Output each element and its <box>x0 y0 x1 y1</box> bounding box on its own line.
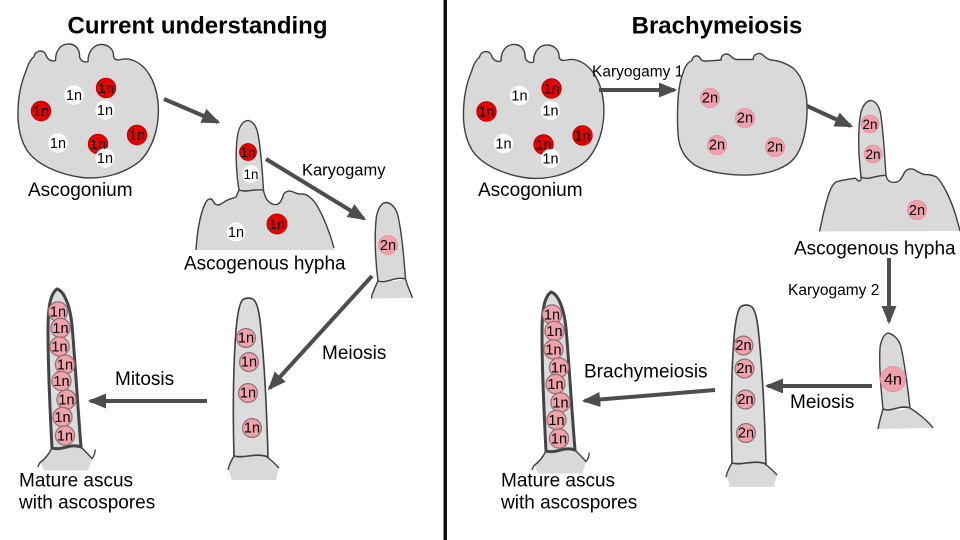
svg-text:Current understanding: Current understanding <box>67 13 327 40</box>
svg-text:1n: 1n <box>542 152 558 168</box>
svg-text:1n: 1n <box>547 377 563 393</box>
svg-text:1n: 1n <box>241 355 257 371</box>
svg-text:Meiosis: Meiosis <box>790 392 854 413</box>
svg-text:2n: 2n <box>737 111 753 127</box>
svg-text:1n: 1n <box>243 167 258 182</box>
svg-text:1n: 1n <box>33 104 49 120</box>
svg-text:Mature ascus: Mature ascus <box>19 471 133 492</box>
svg-text:1n: 1n <box>574 129 590 145</box>
svg-text:1n: 1n <box>551 432 567 448</box>
svg-text:1n: 1n <box>244 421 260 437</box>
svg-text:1n: 1n <box>97 151 113 167</box>
svg-text:1n: 1n <box>269 217 285 233</box>
svg-text:1n: 1n <box>546 324 562 340</box>
svg-text:2n: 2n <box>737 392 753 408</box>
svg-text:2n: 2n <box>380 238 396 254</box>
svg-text:with ascospores: with ascospores <box>500 493 637 514</box>
svg-text:1n: 1n <box>57 358 73 374</box>
svg-text:Ascogonium: Ascogonium <box>478 180 583 201</box>
svg-text:1n: 1n <box>50 305 66 321</box>
svg-text:1n: 1n <box>552 396 568 412</box>
svg-text:1n: 1n <box>58 393 74 409</box>
svg-text:Mitosis: Mitosis <box>115 369 174 390</box>
svg-text:1n: 1n <box>98 81 114 97</box>
svg-text:2n: 2n <box>862 117 877 132</box>
svg-text:1n: 1n <box>52 321 68 337</box>
svg-text:Brachymeiosis: Brachymeiosis <box>584 362 708 383</box>
svg-text:1n: 1n <box>543 82 559 98</box>
svg-text:Ascogenous hypha: Ascogenous hypha <box>184 254 346 275</box>
svg-text:Ascogenous hypha: Ascogenous hypha <box>794 239 956 260</box>
svg-text:2n: 2n <box>735 338 751 354</box>
svg-text:2n: 2n <box>865 147 880 162</box>
svg-text:1n: 1n <box>228 225 244 241</box>
svg-text:Karyogamy 2: Karyogamy 2 <box>788 282 879 299</box>
svg-text:4n: 4n <box>884 372 902 389</box>
svg-text:Brachymeiosis: Brachymeiosis <box>632 13 803 40</box>
svg-text:1n: 1n <box>548 413 564 429</box>
svg-text:1n: 1n <box>53 374 69 390</box>
svg-text:1n: 1n <box>511 89 527 105</box>
svg-text:2n: 2n <box>909 203 925 219</box>
svg-text:1n: 1n <box>90 137 106 153</box>
svg-text:2n: 2n <box>709 138 725 154</box>
svg-text:1n: 1n <box>240 386 256 402</box>
svg-text:1n: 1n <box>545 343 561 359</box>
svg-text:1n: 1n <box>551 361 567 377</box>
svg-text:2n: 2n <box>702 91 718 107</box>
svg-text:Meiosis: Meiosis <box>322 343 386 364</box>
svg-text:1n: 1n <box>544 308 560 324</box>
svg-text:2n: 2n <box>738 426 754 442</box>
svg-text:1n: 1n <box>51 340 67 356</box>
svg-text:1n: 1n <box>57 429 73 445</box>
svg-text:1n: 1n <box>240 145 255 160</box>
svg-text:1n: 1n <box>238 331 254 347</box>
svg-text:1n: 1n <box>54 410 70 426</box>
svg-text:2n: 2n <box>736 361 752 377</box>
svg-text:Karyogamy 1: Karyogamy 1 <box>592 64 683 81</box>
svg-text:1n: 1n <box>495 137 511 153</box>
svg-text:1n: 1n <box>535 138 551 154</box>
svg-text:Ascogonium: Ascogonium <box>28 180 133 201</box>
svg-text:1n: 1n <box>129 128 145 144</box>
svg-text:Mature ascus: Mature ascus <box>501 471 615 492</box>
svg-text:1n: 1n <box>66 88 82 104</box>
svg-text:with ascospores: with ascospores <box>18 493 155 514</box>
svg-text:1n: 1n <box>478 105 494 121</box>
svg-text:1n: 1n <box>97 103 113 119</box>
svg-text:Karyogamy: Karyogamy <box>302 162 386 180</box>
svg-text:2n: 2n <box>767 140 783 156</box>
svg-text:1n: 1n <box>50 136 66 152</box>
svg-text:1n: 1n <box>542 104 558 120</box>
